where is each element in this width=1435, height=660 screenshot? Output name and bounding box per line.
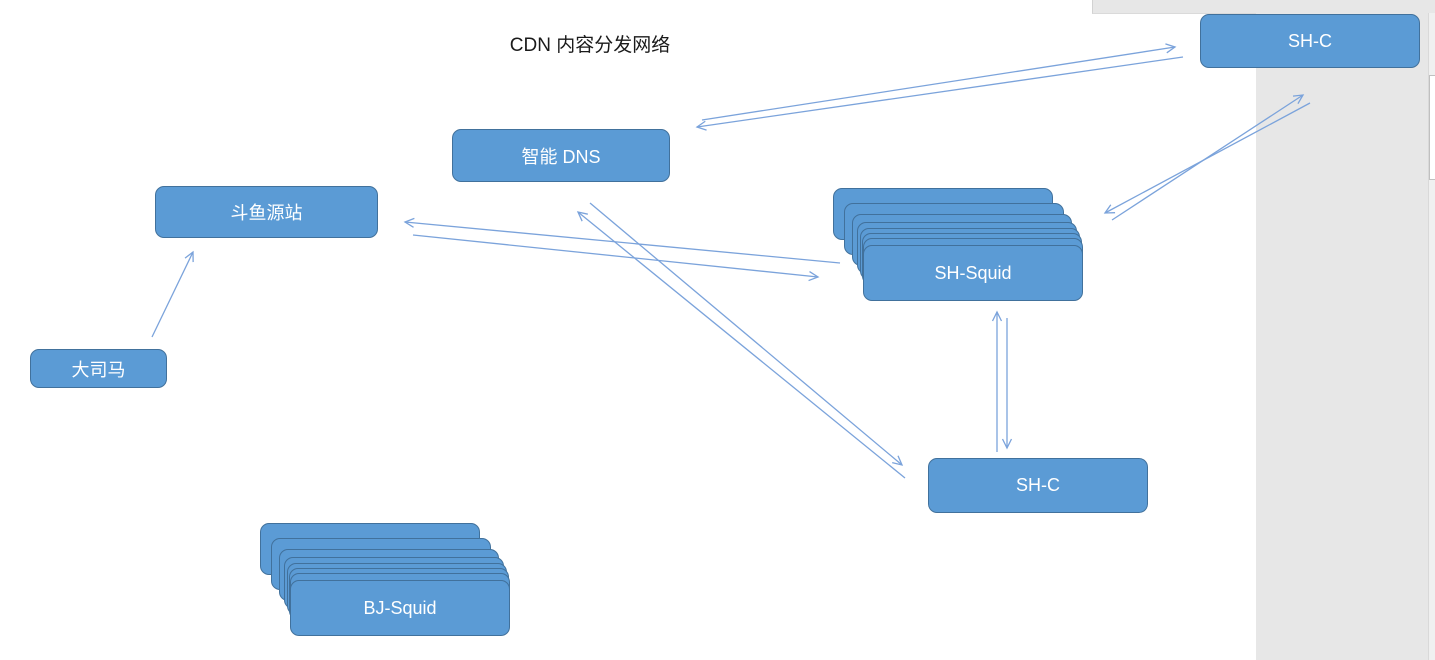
node-douyu-origin[interactable]: 斗鱼源站 <box>155 186 378 238</box>
node-bj-squid-label: BJ-Squid <box>363 597 437 618</box>
scrollbar-thumb[interactable] <box>1429 75 1435 180</box>
node-bj-squid[interactable]: BJ-Squid <box>290 580 510 636</box>
node-sh-squid-stack[interactable]: SH-Squid <box>833 188 1083 303</box>
node-dasima-label: 大司马 <box>71 359 126 380</box>
connector-shc-top-to-dns[interactable] <box>695 56 1184 131</box>
node-dasima[interactable]: 大司马 <box>30 349 167 388</box>
connector-dns-to-shc-top[interactable] <box>701 43 1177 121</box>
node-douyu-origin-label: 斗鱼源站 <box>230 203 303 223</box>
node-smart-dns[interactable]: 智能 DNS <box>452 129 670 182</box>
connector-dasima-to-douyu[interactable] <box>151 250 194 338</box>
app-background-strip <box>1092 0 1435 14</box>
node-smart-dns-label: 智能 DNS <box>521 146 601 167</box>
connector-shsquid-to-douyu[interactable] <box>403 217 841 264</box>
right-gray-panel <box>1256 13 1435 660</box>
node-sh-c-bottom-label: SH-C <box>1016 475 1060 495</box>
node-sh-c-bottom[interactable]: SH-C <box>928 458 1148 513</box>
node-sh-squid-label: SH-Squid <box>934 262 1012 283</box>
node-sh-c-top-label: SH-C <box>1288 30 1332 51</box>
node-sh-squid[interactable]: SH-Squid <box>863 245 1083 301</box>
vertical-scrollbar[interactable] <box>1428 13 1435 660</box>
connector-douyu-to-shsquid[interactable] <box>412 234 820 282</box>
diagram-title[interactable]: CDN 内容分发网络 <box>509 35 671 56</box>
node-bj-squid-stack[interactable]: BJ-Squid <box>260 523 510 638</box>
node-sh-c-top[interactable]: SH-C <box>1200 14 1420 68</box>
